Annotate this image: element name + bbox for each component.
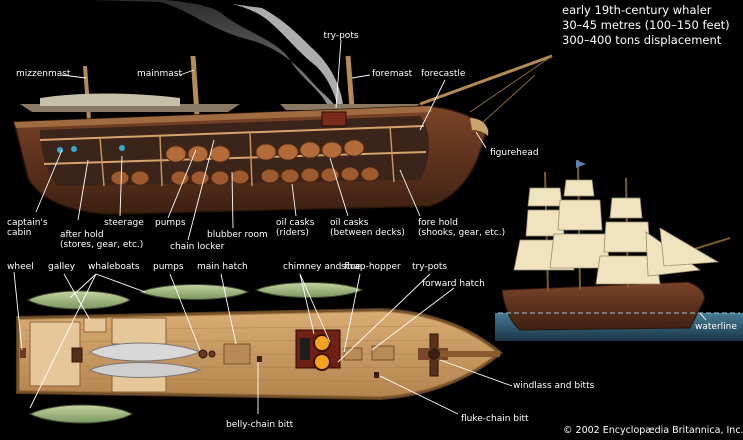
- sails: [513, 179, 720, 285]
- label-mainmast: mainmast: [137, 69, 182, 79]
- fluke-chain-bitt: [374, 372, 379, 378]
- label-after-hold-line1: after hold: [60, 230, 104, 240]
- label-windlass-bitts: windlass and bitts: [513, 381, 595, 391]
- pumps-deck: [198, 349, 208, 359]
- label-belly-chain-bitt: belly-chain bitt: [226, 420, 294, 430]
- label-wheel: wheel: [7, 262, 34, 272]
- sailing-ship-profile: [495, 159, 743, 341]
- side-section-view: [13, 54, 553, 215]
- label-oil-casks-between: oil casks (between decks): [330, 218, 405, 238]
- figurehead: [470, 118, 489, 136]
- label-figurehead: figurehead: [490, 148, 539, 158]
- label-try-pots-bottom: try-pots: [412, 262, 448, 272]
- label-fore-hold-line1: fore hold: [418, 218, 458, 228]
- label-fluke-chain-bitt: fluke-chain bitt: [461, 414, 529, 424]
- wheel: [20, 348, 26, 358]
- label-forward-hatch: forward hatch: [422, 279, 485, 289]
- copyright-notice: © 2002 Encyclopædia Britannica, Inc.: [563, 425, 743, 436]
- label-chain-locker: chain locker: [170, 242, 225, 252]
- ship-hull: [501, 281, 705, 331]
- galley: [83, 317, 107, 333]
- label-forecastle: forecastle: [421, 69, 466, 79]
- label-steerage: steerage: [104, 218, 144, 228]
- belly-chain-bitt: [257, 356, 262, 362]
- spare-whaleboat-2: [88, 362, 202, 378]
- whaleboats-top: [26, 282, 364, 310]
- label-oil-casks-riders-line1: oil casks: [276, 218, 315, 228]
- oil-casks-riders: [110, 166, 380, 186]
- label-foremast: foremast: [372, 69, 413, 79]
- label-try-pots-top: try-pots: [323, 31, 359, 41]
- deck-plan-view: [16, 282, 504, 424]
- label-pumps-bottom: pumps: [153, 262, 184, 272]
- label-oil-casks-between-line1: oil casks: [330, 218, 369, 228]
- label-captains-cabin: captain's cabin: [7, 218, 48, 238]
- label-fore-hold-line2: (shooks, gear, etc.): [418, 228, 506, 238]
- info-title: early 19th-century whaler: [562, 3, 712, 17]
- label-oil-casks-between-line2: (between decks): [330, 228, 405, 238]
- bowsprit: [419, 54, 553, 106]
- label-scrap-hopper: scrap-hopper: [341, 262, 401, 272]
- try-works: [321, 111, 347, 127]
- label-after-hold-line2: (stores, gear, etc.): [60, 240, 144, 250]
- smoke-plume: [90, 0, 344, 112]
- label-blubber-room: blubber room: [207, 230, 268, 240]
- label-mizzenmast: mizzenmast: [16, 69, 71, 79]
- forward-hatch: [371, 345, 395, 361]
- label-captains-cabin-line1: captain's: [7, 218, 48, 228]
- info-displacement: 300–400 tons displacement: [562, 33, 722, 47]
- whaleboat-bottom: [28, 404, 134, 424]
- label-pumps-top: pumps: [155, 218, 186, 228]
- label-waterline: waterline: [695, 322, 737, 332]
- label-oil-casks-riders-line2: (riders): [276, 228, 309, 238]
- label-galley: galley: [48, 262, 76, 272]
- label-oil-casks-riders: oil casks (riders): [276, 218, 314, 238]
- label-chimney-flue: chimney and flue: [283, 262, 362, 272]
- label-fore-hold: fore hold (shooks, gear, etc.): [418, 218, 505, 238]
- label-after-hold: after hold (stores, gear, etc.): [60, 230, 143, 250]
- oil-casks-between-decks: [165, 139, 365, 163]
- label-captains-cabin-line2: cabin: [7, 228, 32, 238]
- label-whaleboats: whaleboats: [88, 262, 140, 272]
- main-hatch: [223, 343, 251, 365]
- leader-lines: [13, 39, 707, 415]
- info-length: 30–45 metres (100–150 feet): [562, 18, 730, 32]
- info-panel: early 19th-century whaler 30–45 metres (…: [562, 3, 730, 48]
- label-main-hatch: main hatch: [197, 262, 248, 272]
